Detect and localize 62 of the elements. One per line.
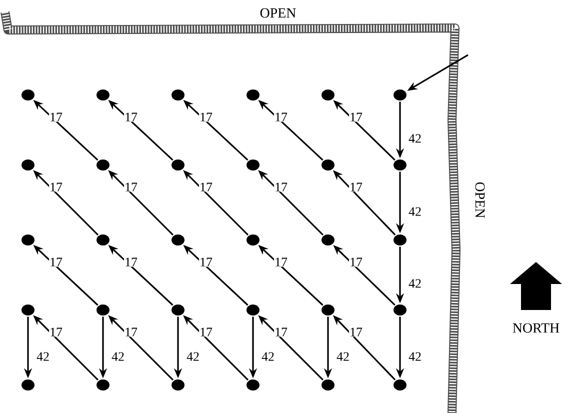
edge-label: 42	[36, 352, 50, 362]
dot	[322, 90, 334, 100]
dot	[172, 90, 184, 100]
edge-label: 17	[49, 182, 63, 192]
dot	[96, 160, 110, 170]
edge-label: 42	[408, 134, 422, 144]
dot	[246, 234, 260, 246]
dot	[322, 160, 334, 170]
direction-label: NORTH	[512, 323, 560, 333]
edge-label: 17	[124, 257, 138, 267]
dot	[96, 380, 110, 390]
edge-label: 17	[124, 182, 138, 192]
dot	[246, 304, 260, 316]
dot	[172, 380, 184, 390]
area-label: OPEN	[260, 8, 296, 18]
edge-label: 17	[124, 327, 138, 337]
edge-label: 42	[336, 352, 350, 362]
edge-label: 42	[111, 352, 125, 362]
edge-label: 17	[274, 112, 288, 122]
edge-label: 17	[49, 112, 63, 122]
dot	[22, 380, 34, 390]
dot	[96, 234, 110, 246]
edge-label: 17	[274, 327, 288, 337]
edge-label: 42	[408, 206, 422, 216]
edge-label: 17	[349, 257, 363, 267]
dot	[322, 234, 334, 246]
dot	[394, 234, 406, 246]
dot	[172, 160, 184, 170]
dot	[394, 380, 406, 390]
edge-label: 42	[408, 278, 422, 288]
dot	[246, 380, 260, 390]
dot	[172, 304, 184, 316]
dot	[22, 304, 34, 316]
edge-label: 17	[199, 257, 213, 267]
edge-label: 42	[408, 352, 422, 362]
dot	[96, 90, 110, 100]
edge-label: 17	[349, 112, 363, 122]
edge-label: 42	[186, 352, 200, 362]
edge-label: 17	[349, 327, 363, 337]
edge-label: 17	[199, 327, 213, 337]
edge-label: 17	[274, 182, 288, 192]
area-label: OPEN	[475, 182, 485, 218]
edge-label: 17	[349, 182, 363, 192]
edge-label: 17	[274, 257, 288, 267]
edge-label: 17	[124, 112, 138, 122]
dot	[394, 90, 406, 100]
dot	[322, 380, 334, 390]
dot	[322, 304, 334, 316]
dot	[22, 160, 34, 170]
dot	[246, 90, 260, 100]
edge-label: 17	[49, 327, 63, 337]
dot	[22, 90, 34, 100]
dot	[394, 304, 406, 316]
edge-label: 17	[199, 112, 213, 122]
dot	[172, 234, 184, 246]
edge-label: 17	[49, 257, 63, 267]
dot	[96, 304, 110, 316]
dot	[246, 160, 260, 170]
edge-label: 17	[199, 182, 213, 192]
dot	[394, 160, 406, 170]
dot	[22, 234, 34, 246]
edge-label: 42	[261, 352, 275, 362]
